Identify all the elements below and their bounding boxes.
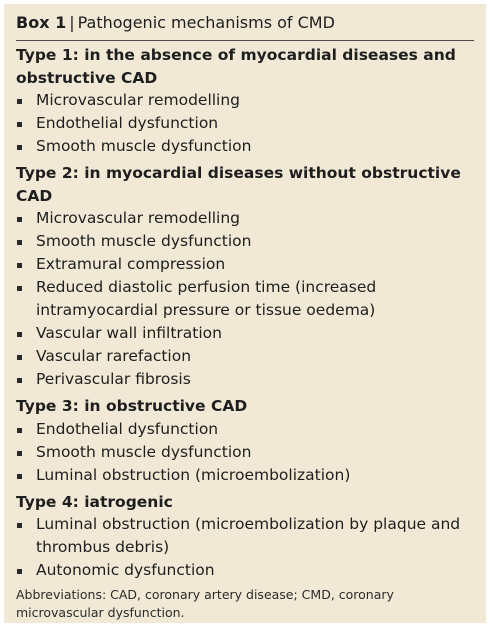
item-list: Endothelial dysfunction Smooth muscle dy…: [16, 418, 474, 487]
section-type-3: Type 3: in obstructive CAD Endothelial d…: [16, 395, 474, 487]
list-item: Vascular wall infiltration: [16, 322, 474, 345]
list-item-text: Smooth muscle dysfunction: [36, 137, 252, 155]
list-item: Vascular rarefaction: [16, 345, 474, 368]
list-item: Reduced diastolic perfusion time (increa…: [16, 276, 474, 322]
list-item: Endothelial dysfunction: [16, 112, 474, 135]
square-bullet-icon: [17, 523, 22, 528]
list-item-text: Endothelial dysfunction: [36, 419, 219, 438]
list-item: Extramural compression: [16, 253, 474, 276]
list-item-text: Reduced diastolic perfusion time (increa…: [36, 278, 377, 319]
square-bullet-icon: [17, 217, 22, 222]
section-heading: Type 4: iatrogenic: [16, 492, 173, 511]
list-item-text: Vascular wall infiltration: [36, 324, 222, 342]
box-title-text: Pathogenic mechanisms of CMD: [77, 13, 335, 32]
square-bullet-icon: [17, 99, 22, 104]
text-box: Box 1|Pathogenic mechanisms of CMD Type …: [4, 4, 486, 623]
title-separator: |: [69, 13, 75, 32]
section-type-2: Type 2: in myocardial diseases without o…: [16, 162, 474, 391]
list-item-text: Luminal obstruction (microembolization b…: [36, 515, 461, 556]
square-bullet-icon: [17, 569, 22, 574]
square-bullet-icon: [17, 473, 22, 479]
square-bullet-icon: [17, 286, 22, 291]
list-item: Endothelial dysfunction: [16, 418, 474, 441]
list-item-text: Smooth muscle dysfunction: [36, 232, 252, 250]
list-item-text: Perivascular fibrosis: [36, 370, 191, 388]
list-item-text: Extramural compression: [36, 255, 226, 273]
square-bullet-icon: [17, 450, 22, 456]
section-heading: Type 1: in the absence of myocardial dis…: [16, 46, 456, 87]
square-bullet-icon: [17, 355, 22, 360]
list-item-text: Smooth muscle dysfunction: [36, 442, 252, 461]
section-type-4: Type 4: iatrogenic Luminal obstruction (…: [16, 491, 474, 583]
list-item: Luminal obstruction (microembolization): [16, 464, 474, 487]
list-item: Smooth muscle dysfunction: [16, 135, 474, 158]
box-title: Box 1|Pathogenic mechanisms of CMD: [16, 12, 474, 34]
item-list: Microvascular remodelling Smooth muscle …: [16, 207, 474, 391]
list-item: Microvascular remodelling: [16, 207, 474, 230]
list-item-text: Microvascular remodelling: [36, 91, 241, 109]
square-bullet-icon: [17, 378, 22, 383]
section-heading: Type 3: in obstructive CAD: [16, 397, 248, 415]
section-type-1: Type 1: in the absence of myocardial dis…: [16, 44, 474, 158]
list-item: Luminal obstruction (microembolization b…: [16, 513, 474, 559]
list-item: Perivascular fibrosis: [16, 368, 474, 391]
title-divider: [16, 40, 474, 41]
item-list: Luminal obstruction (microembolization b…: [16, 513, 474, 582]
list-item-text: Endothelial dysfunction: [36, 114, 219, 132]
list-item: Autonomic dysfunction: [16, 559, 474, 582]
list-item-text: Autonomic dysfunction: [36, 561, 215, 579]
list-item-text: Microvascular remodelling: [36, 209, 241, 227]
square-bullet-icon: [17, 427, 22, 433]
list-item: Smooth muscle dysfunction: [16, 441, 474, 464]
list-item-text: Luminal obstruction (microembolization): [36, 465, 351, 484]
abbreviations-footnote: Abbreviations: CAD, coronary artery dise…: [16, 587, 394, 620]
square-bullet-icon: [17, 145, 22, 150]
section-heading: Type 2: in myocardial diseases without o…: [16, 164, 461, 205]
square-bullet-icon: [17, 122, 22, 127]
square-bullet-icon: [17, 332, 22, 337]
square-bullet-icon: [17, 240, 22, 245]
box-label: Box 1: [16, 13, 67, 32]
square-bullet-icon: [17, 263, 22, 268]
list-item-text: Vascular rarefaction: [36, 347, 192, 365]
list-item: Smooth muscle dysfunction: [16, 230, 474, 253]
list-item: Microvascular remodelling: [16, 89, 474, 112]
item-list: Microvascular remodelling Endothelial dy…: [16, 89, 474, 158]
